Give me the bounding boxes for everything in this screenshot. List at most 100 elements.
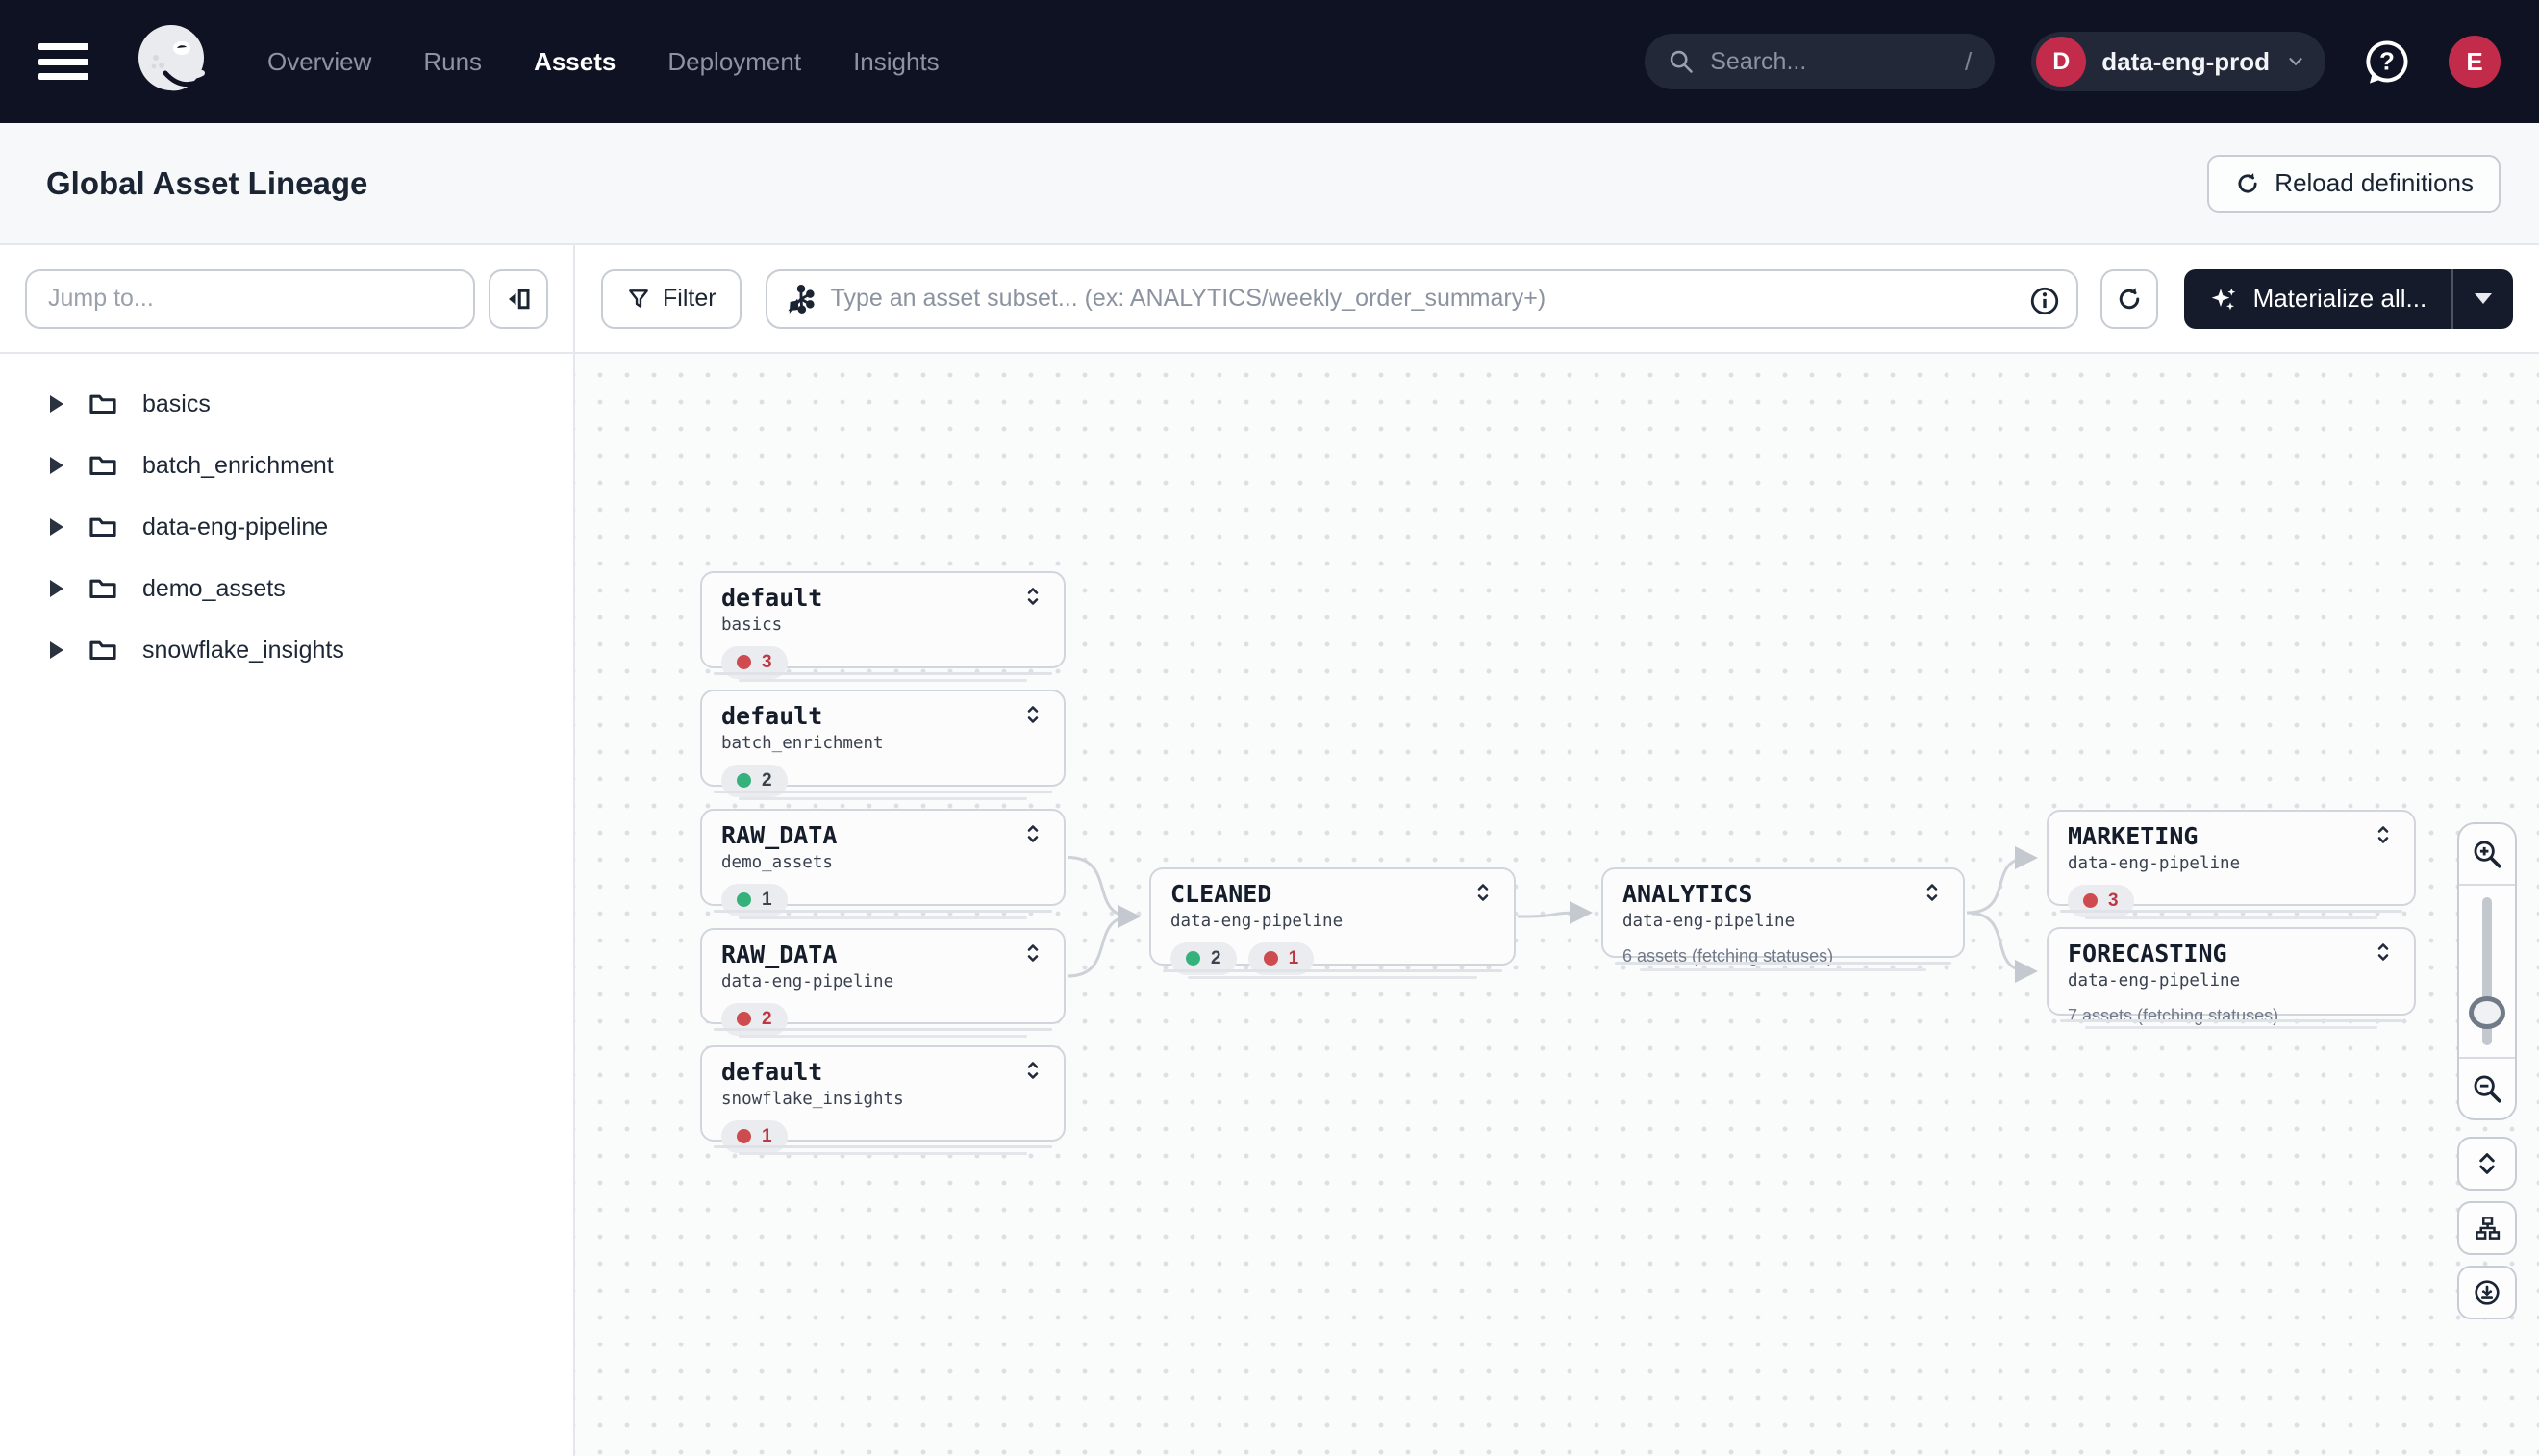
nav-tab-runs[interactable]: Runs bbox=[423, 46, 483, 76]
chevrons-up-down-icon bbox=[2479, 1153, 2495, 1174]
unfold-icon[interactable] bbox=[2372, 823, 2395, 846]
folder-icon bbox=[89, 394, 116, 414]
asset-group-node-batch[interactable]: default batch_enrichment 2 bbox=[700, 690, 1066, 800]
download-image-button[interactable] bbox=[2457, 1266, 2517, 1319]
caret-right-icon[interactable] bbox=[50, 641, 63, 659]
dagster-logo-icon[interactable] bbox=[127, 15, 219, 108]
zoom-out-icon bbox=[2474, 1075, 2501, 1103]
sidebar-folder-batch_enrichment[interactable]: batch_enrichment bbox=[0, 435, 573, 496]
unfold-icon[interactable] bbox=[2372, 941, 2395, 964]
success-count-badge: 1 bbox=[721, 883, 788, 916]
global-search-input[interactable]: Search... / bbox=[1645, 34, 1996, 89]
asset-group-node-raw_dep[interactable]: RAW_DATA data-eng-pipeline 2 bbox=[700, 928, 1066, 1038]
folder-icon bbox=[89, 517, 116, 538]
hamburger-menu-icon[interactable] bbox=[38, 43, 88, 80]
lineage-edges bbox=[1067, 846, 2038, 983]
materialize-all-label: Materialize all... bbox=[2252, 284, 2427, 313]
tree-icon bbox=[2476, 1217, 2501, 1240]
top-nav: Overview Runs Assets Deployment Insights Sea… bbox=[0, 0, 2539, 123]
materialize-all-button[interactable]: Materialize all... bbox=[2184, 269, 2452, 329]
node-status-badges: 3 bbox=[2068, 884, 2395, 917]
caret-down-icon bbox=[2475, 293, 2493, 304]
sidebar-folder-basics[interactable]: basics bbox=[0, 373, 573, 435]
caret-right-icon[interactable] bbox=[50, 457, 63, 474]
deployment-switcher[interactable]: D data-eng-prod bbox=[2031, 32, 2325, 91]
asset-group-node-marketing[interactable]: MARKETING data-eng-pipeline 3 bbox=[2047, 810, 2416, 919]
relayout-graph-button[interactable] bbox=[2457, 1201, 2517, 1255]
unfold-icon[interactable] bbox=[1021, 822, 1044, 845]
page-header: Global Asset Lineage Reload definitions bbox=[0, 123, 2539, 245]
lineage-main: Filter bbox=[575, 245, 2539, 1456]
asset-subset-input[interactable] bbox=[830, 285, 2015, 313]
sidebar-folder-data-eng-pipeline[interactable]: data-eng-pipeline bbox=[0, 496, 573, 558]
asset-tree-sidebar: basics batch_enrichment data-eng-pipelined… bbox=[0, 245, 575, 1456]
caret-right-icon[interactable] bbox=[50, 580, 63, 597]
success-dot-icon bbox=[737, 892, 751, 908]
unfold-icon[interactable] bbox=[1021, 941, 1044, 965]
sidebar-folder-snowflake_insights[interactable]: snowflake_insights bbox=[0, 619, 573, 681]
deployment-initial-badge: D bbox=[2036, 37, 2087, 87]
caret-right-icon[interactable] bbox=[50, 395, 63, 413]
error-dot-icon bbox=[737, 655, 751, 670]
node-subtitle: data-eng-pipeline bbox=[2068, 853, 2241, 873]
unfold-icon[interactable] bbox=[1921, 881, 1944, 904]
sparkle-icon bbox=[2211, 288, 2235, 310]
node-status-text: 6 assets (fetching statuses) bbox=[1622, 945, 1834, 966]
unfold-icon[interactable] bbox=[1021, 703, 1044, 726]
refresh-icon bbox=[2119, 287, 2139, 309]
jump-to-input[interactable] bbox=[25, 268, 475, 329]
zoom-in-button[interactable] bbox=[2459, 824, 2515, 884]
download-icon bbox=[2475, 1280, 2500, 1305]
search-icon bbox=[1671, 50, 1694, 73]
lineage-canvas[interactable]: default basics 3 default batch_enrichmen… bbox=[575, 354, 2539, 1456]
node-title: RAW_DATA bbox=[721, 941, 838, 968]
sidebar-folder-demo_assets[interactable]: demo_assets bbox=[0, 558, 573, 619]
node-title: RAW_DATA bbox=[721, 821, 838, 849]
error-count-badge: 3 bbox=[2068, 884, 2134, 917]
error-count-badge: 1 bbox=[721, 1119, 788, 1153]
nav-tab-assets[interactable]: Assets bbox=[534, 46, 616, 76]
node-subtitle: data-eng-pipeline bbox=[1170, 911, 1344, 931]
error-dot-icon bbox=[737, 1129, 751, 1144]
help-icon[interactable]: ? bbox=[2362, 37, 2412, 87]
asset-group-node-forecasting[interactable]: FORECASTING data-eng-pipeline 7 assets (… bbox=[2047, 927, 2416, 1029]
node-title: ANALYTICS bbox=[1622, 880, 1753, 908]
unfold-icon[interactable] bbox=[1471, 881, 1495, 904]
filter-button[interactable]: Filter bbox=[601, 268, 742, 329]
node-status-badges: 1 bbox=[721, 1119, 1044, 1153]
unfold-icon[interactable] bbox=[1021, 1059, 1044, 1082]
unfold-icon[interactable] bbox=[1021, 585, 1044, 608]
refresh-graph-button[interactable] bbox=[2099, 268, 2158, 329]
nav-tab-overview[interactable]: Overview bbox=[267, 46, 372, 76]
asset-group-node-analytics[interactable]: ANALYTICS data-eng-pipeline 6 assets (fe… bbox=[1601, 867, 1965, 971]
user-avatar[interactable]: E bbox=[2449, 36, 2501, 88]
folder-icon bbox=[89, 640, 116, 661]
chevron-down-icon bbox=[2289, 58, 2302, 66]
zoom-slider-track[interactable] bbox=[2482, 897, 2492, 1045]
error-count-badge: 3 bbox=[721, 645, 788, 679]
folder-icon bbox=[89, 579, 116, 599]
info-icon[interactable] bbox=[2028, 285, 2061, 317]
materialize-all-split-button: Materialize all... bbox=[2183, 268, 2514, 329]
folder-label: batch_enrichment bbox=[142, 451, 334, 479]
search-placeholder: Search... bbox=[1710, 47, 1807, 75]
materialize-options-button[interactable] bbox=[2453, 269, 2513, 329]
zoom-out-button[interactable] bbox=[2459, 1059, 2515, 1118]
asset-group-node-basics[interactable]: default basics 3 bbox=[700, 571, 1066, 682]
nav-tab-insights[interactable]: Insights bbox=[853, 46, 940, 76]
zoom-slider-thumb[interactable] bbox=[2469, 996, 2505, 1029]
nav-tab-deployment[interactable]: Deployment bbox=[667, 46, 802, 76]
node-subtitle: data-eng-pipeline bbox=[721, 971, 894, 992]
node-title: MARKETING bbox=[2068, 822, 2199, 850]
success-count-badge: 2 bbox=[1170, 941, 1237, 975]
zoom-slider[interactable] bbox=[2459, 884, 2515, 1059]
folder-label: basics bbox=[142, 389, 211, 417]
asset-group-node-snowflake[interactable]: default snowflake_insights 1 bbox=[700, 1045, 1066, 1155]
error-count-badge: 2 bbox=[721, 1002, 788, 1036]
expand-collapse-groups-button[interactable] bbox=[2457, 1137, 2517, 1191]
collapse-sidebar-button[interactable] bbox=[489, 268, 548, 329]
caret-right-icon[interactable] bbox=[50, 518, 63, 536]
reload-definitions-button[interactable]: Reload definitions bbox=[2207, 154, 2501, 213]
asset-group-node-raw_demo[interactable]: RAW_DATA demo_assets 1 bbox=[700, 809, 1066, 919]
